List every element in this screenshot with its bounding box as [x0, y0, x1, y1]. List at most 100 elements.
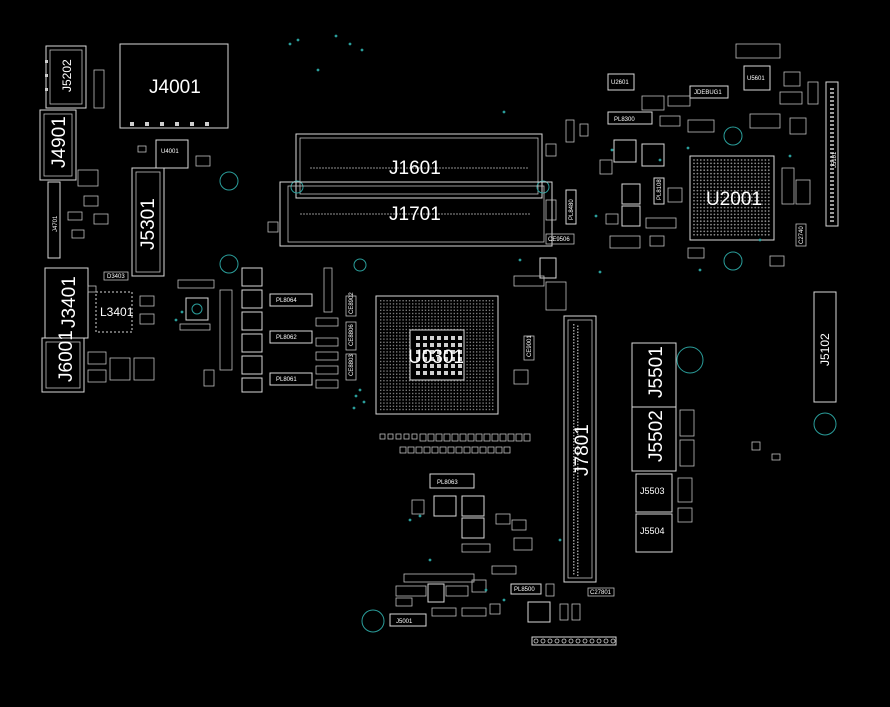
component-pl8062[interactable]: PL8062 [269, 330, 313, 344]
bga-ball [713, 165, 716, 168]
bga-ball [733, 162, 736, 165]
bga-ball [727, 199, 729, 202]
bga-ball [740, 206, 743, 209]
bga-ball [716, 159, 719, 161]
component-pl8500[interactable]: PL8500 [510, 583, 542, 595]
component-ce8803[interactable]: CE8803 [345, 353, 357, 381]
component-jdebug1[interactable]: JDEBUG1 [689, 85, 729, 99]
bga-ball [737, 172, 740, 175]
component-j7801[interactable]: J7801 [563, 315, 597, 583]
cpu-pin [418, 306, 420, 308]
cpu-pin [434, 319, 436, 321]
cpu-pin [469, 335, 471, 337]
bga-ball [720, 233, 723, 236]
component-pl8300[interactable]: PL8300 [607, 111, 653, 125]
bga-ball [713, 179, 716, 182]
component-pl8063[interactable]: PL8063 [429, 473, 475, 489]
bga-ball [696, 220, 699, 223]
component-j5301[interactable]: J5301 [131, 167, 165, 277]
component-c2740[interactable]: C2740 [795, 223, 807, 247]
connector-contact [577, 391, 579, 393]
component-j1601[interactable]: J1601 [290, 133, 550, 199]
component-j5501[interactable]: J5501 [631, 342, 677, 408]
cpu-pin [408, 399, 411, 401]
component-ce9506[interactable]: CE9506 [545, 233, 575, 245]
component-pl8480[interactable]: PL8480 [565, 189, 577, 225]
component-j5503[interactable]: J5503 [635, 473, 673, 513]
component-j4001[interactable]: J4001 [119, 43, 229, 129]
component-j4701[interactable]: J4701 [47, 181, 61, 259]
component-ce9001[interactable]: CE9001 [523, 335, 535, 361]
cpu-pin [479, 322, 481, 324]
passive [467, 433, 475, 442]
cpu-pin [412, 383, 414, 385]
connector-contact [577, 331, 579, 333]
bga-ball [703, 223, 706, 226]
cpu-pin [479, 332, 481, 334]
cpu-pin [380, 341, 382, 343]
component-c27801[interactable]: C27801 [587, 587, 615, 597]
cpu-pin [479, 312, 481, 315]
cpu-pin [386, 380, 388, 382]
cpu-pin [453, 399, 455, 401]
cpu-pin [447, 392, 449, 395]
bga-ball [710, 223, 712, 226]
component-j5202[interactable]: J5202 [45, 45, 87, 109]
component-pl8061[interactable]: PL8061 [269, 372, 313, 386]
cpu-pin [447, 312, 449, 315]
component-bottom-header[interactable] [531, 636, 617, 646]
component-j5504[interactable]: J5504 [635, 513, 673, 553]
bga-ball [720, 193, 723, 195]
component-pl8064[interactable]: PL8064 [269, 293, 313, 307]
bga-ball [713, 199, 716, 202]
bga-ball [716, 227, 719, 229]
connector-contact [573, 399, 575, 401]
component-j5502[interactable]: J5502 [631, 406, 677, 472]
cpu-pin [434, 396, 436, 398]
component-j1701[interactable]: J1701 [279, 181, 553, 247]
cpu-pin [472, 322, 475, 324]
cpu-pin [456, 303, 459, 305]
component-u2601[interactable]: U2601 [607, 73, 635, 91]
component-pl8108[interactable]: PL8108 [653, 177, 665, 205]
cpu-pin [485, 332, 487, 334]
component-j6001[interactable]: J6001 [41, 330, 85, 393]
cpu-pin [389, 344, 391, 347]
component-d3403[interactable]: D3403 [103, 271, 129, 281]
component-j3401[interactable]: J3401 [44, 267, 89, 339]
cpu-pin [479, 405, 481, 407]
bga-ball [761, 223, 763, 226]
component-ce8806[interactable]: CE8806 [345, 321, 357, 351]
cpu-pin [418, 325, 420, 327]
bga-ball [730, 159, 733, 161]
cpu-inner-pad [458, 357, 462, 361]
component-u4001[interactable]: U4001 [155, 139, 189, 169]
cpu-pin [383, 376, 385, 379]
component-j5101[interactable]: J5101 [825, 81, 839, 227]
component-j5001[interactable]: J5001 [389, 613, 427, 627]
cpu-pin [453, 392, 455, 395]
bga-ball [737, 203, 740, 206]
bga-ball [737, 169, 740, 172]
component-l3401[interactable]: L3401 [95, 291, 134, 333]
component-u2001[interactable]: U2001 [689, 155, 775, 241]
component-ce8902[interactable]: CE8902 [345, 292, 357, 317]
cpu-pin [482, 335, 484, 337]
component-j5102[interactable]: J5102 [813, 291, 837, 403]
component-u5601[interactable]: U5601 [743, 65, 771, 91]
connector-contact [577, 337, 579, 339]
connector-contact [573, 330, 575, 332]
cpu-pin [488, 386, 491, 388]
bga-ball [727, 216, 729, 219]
mounting-hole [353, 258, 367, 272]
cpu-pin [447, 399, 449, 401]
component-j4901[interactable]: J4901 [39, 109, 77, 181]
component-u0301[interactable]: U0301 [375, 295, 499, 415]
cpu-pin [396, 405, 398, 407]
bga-ball [727, 172, 729, 175]
cpu-pin [479, 396, 481, 398]
connector-contact [573, 324, 575, 326]
cpu-pin [399, 376, 401, 379]
cpu-pin [444, 319, 446, 321]
bga-ball [757, 162, 760, 165]
